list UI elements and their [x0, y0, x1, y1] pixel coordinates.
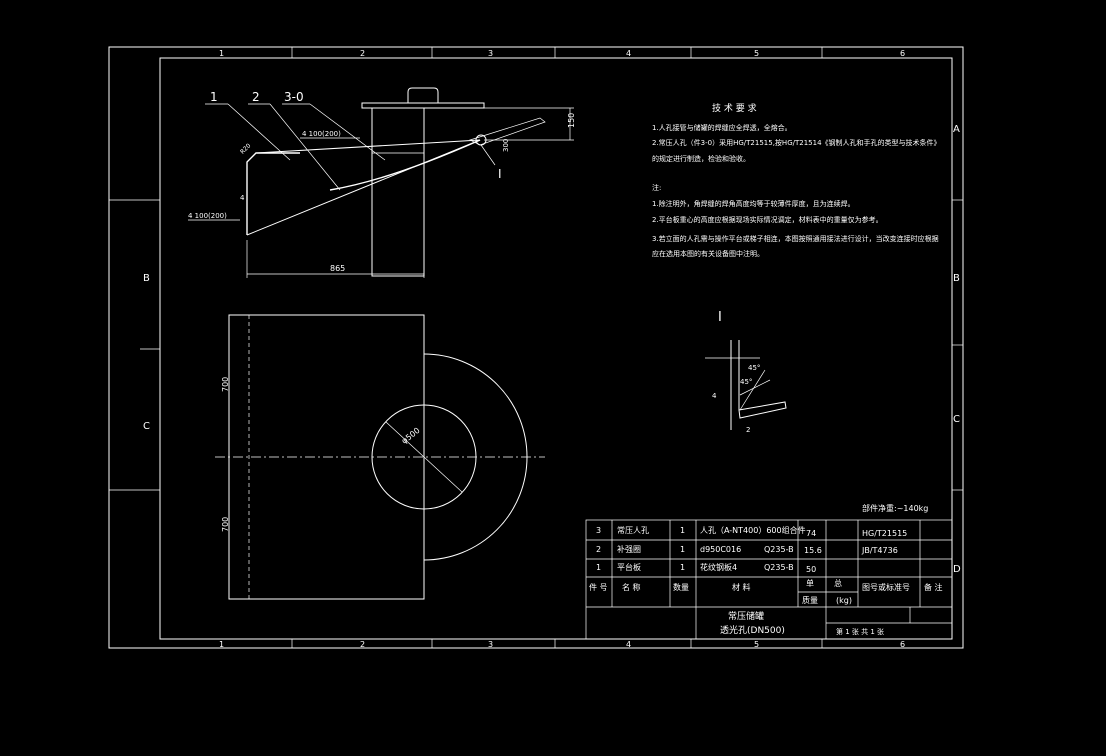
header-mass: 质量	[802, 595, 818, 605]
row2-std: JB/T4736	[861, 546, 898, 555]
row2-material: d950C016	[700, 545, 741, 554]
bottom-zone-5: 5	[754, 640, 759, 649]
hole-diameter: φ500	[400, 426, 422, 446]
bottom-zone-3: 3	[488, 640, 493, 649]
bottom-zone-1: 1	[219, 640, 224, 649]
right-zone-A: A	[953, 124, 960, 135]
top-zone-6: 6	[900, 49, 905, 58]
row2-no: 2	[596, 545, 601, 554]
left-zone-C: C	[143, 421, 150, 432]
weight-note: 部件净重:~140kg	[862, 503, 928, 513]
right-zone-B: B	[953, 273, 960, 284]
header-total: 总	[834, 578, 842, 588]
row2-name: 补强圈	[617, 544, 641, 554]
row2-qty: 1	[680, 545, 685, 554]
dim-865: 865	[330, 264, 345, 273]
dim-300: 300	[502, 139, 510, 152]
row2-spec: Q235-B	[764, 545, 794, 554]
zone-ticks	[109, 47, 963, 648]
top-zone-5: 5	[754, 49, 759, 58]
right-zone-D: D	[953, 564, 961, 575]
row1-unit: 50	[806, 565, 816, 574]
row2-unit: 15.6	[804, 546, 822, 555]
row3-unit: 74	[806, 529, 816, 538]
dim-4: 4	[240, 194, 245, 202]
section-mark-I: I	[498, 167, 502, 181]
leader-3-0: 3-0	[284, 90, 304, 104]
header-name: 名 称	[622, 582, 641, 592]
detail-I: I 45° 45° 4 2	[705, 310, 787, 434]
note-line-6: 2.平台板重心的高度应根据现场实际情况调定，材料表中的重量仅为参考。	[652, 215, 883, 224]
row3-std: HG/T21515	[862, 529, 907, 538]
row1-qty: 1	[680, 563, 685, 572]
row1-spec: Q235-B	[764, 563, 794, 572]
row1-material: 花纹钢板4	[700, 562, 737, 572]
title-line-2: 透光孔(DN500)	[720, 624, 785, 636]
left-zone-B: B	[143, 273, 150, 284]
row1-no: 1	[596, 563, 601, 572]
sheet-info: 第 1 张 共 1 张	[836, 627, 884, 636]
dim-700-top: 700	[221, 377, 230, 392]
dim-700-bottom: 700	[221, 517, 230, 532]
elevation-view: I 865 150 300 1 2 3-0 4 100(200) 4 100(2…	[188, 87, 576, 278]
leader-2: 2	[252, 90, 260, 104]
outer-frame	[108, 46, 964, 649]
header-qty: 数量	[673, 582, 689, 592]
weld-top: 4 100(200)	[302, 130, 341, 138]
weld-bottom: 4 100(200)	[188, 212, 227, 220]
header-material: 材 料	[732, 582, 751, 592]
detail-angle-mid: 45°	[740, 378, 752, 386]
row3-name: 常压人孔	[617, 526, 649, 535]
header-std: 图号或标准号	[862, 582, 910, 592]
top-zone-1: 1	[219, 49, 224, 58]
note-line-3: 的规定进行制造，检验和验收。	[652, 154, 750, 163]
note-line-5: 1.除注明外，角焊缝的焊角高度均等于较薄件厚度，且为连续焊。	[652, 199, 855, 208]
row3-no: 3	[596, 526, 601, 535]
top-zone-4: 4	[626, 49, 631, 58]
bottom-zone-2: 2	[360, 640, 365, 649]
note-line-8: 应在选用本图的有关设备图中注明。	[652, 249, 764, 258]
note-line-7: 3.若立面的人孔需与操作平台或梯子相连，本图按照通用接法进行设计，当改变连接时应…	[652, 234, 939, 243]
note-line-4: 注:	[652, 183, 661, 192]
header-remark: 备 注	[924, 582, 943, 592]
detail-num-a: 4	[712, 392, 717, 400]
header-kg: (kg)	[836, 596, 852, 605]
header-no: 件 号	[589, 582, 608, 592]
detail-title: I	[718, 310, 722, 325]
top-zone-2: 2	[360, 49, 365, 58]
detail-angle-top: 45°	[748, 364, 760, 372]
note-line-1: 1.人孔接管与储罐的焊缝应全焊透，全熔合。	[652, 123, 792, 132]
notes-title: 技 术 要 求	[712, 102, 757, 114]
header-unit: 单	[806, 578, 814, 588]
row1-name: 平台板	[617, 562, 641, 572]
parts-table	[585, 519, 953, 640]
bottom-zone-6: 6	[900, 640, 905, 649]
row3-material: 人孔（A-NT400）600组合件	[700, 525, 806, 535]
title-line-1: 常压储罐	[728, 610, 764, 622]
corner-r20: R20	[239, 142, 252, 155]
row3-qty: 1	[680, 526, 685, 535]
inner-frame	[159, 57, 953, 640]
note-line-2: 2.常压人孔（件3-0）采用HG/T21515,按HG/T21514《钢制人孔和…	[652, 138, 941, 147]
technical-notes: 技 术 要 求 1.人孔接管与储罐的焊缝应全焊透，全熔合。 2.常压人孔（件3-…	[652, 102, 941, 258]
plan-view: φ500 700 700	[215, 314, 545, 600]
right-zone-C: C	[953, 414, 960, 425]
leader-1: 1	[210, 90, 218, 104]
dim-150: 150	[567, 113, 576, 128]
bottom-zone-4: 4	[626, 640, 631, 649]
detail-num-b: 2	[746, 426, 750, 434]
top-zone-3: 3	[488, 49, 493, 58]
